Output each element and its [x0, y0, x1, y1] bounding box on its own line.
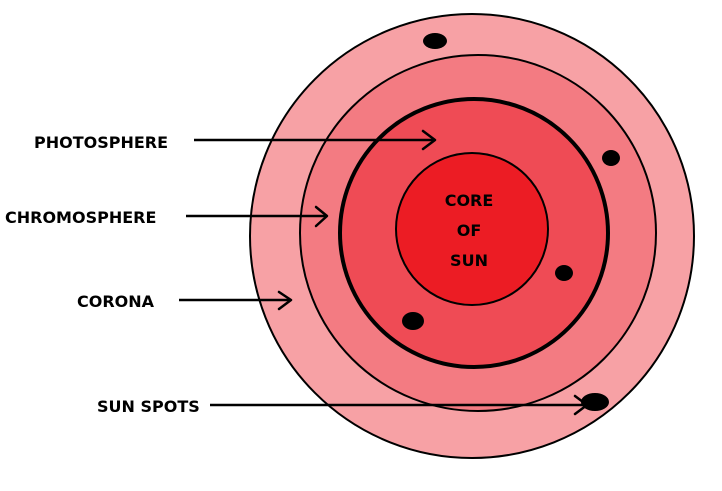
core-label-line1: CORE [445, 191, 494, 210]
core-label-line3: SUN [450, 251, 488, 270]
sunspot [423, 33, 447, 49]
sun-spots-arrow [210, 394, 589, 416]
corona-arrow [179, 290, 293, 311]
core-layer [395, 152, 549, 306]
sun-spots-label: SUN SPOTS [97, 397, 200, 416]
chromosphere-arrow [186, 205, 329, 228]
photosphere-arrow [194, 129, 437, 151]
chromosphere-label: CHROMOSPHERE [5, 208, 156, 227]
sunspot [602, 150, 620, 166]
photosphere-label: PHOTOSPHERE [34, 133, 168, 152]
core-label-line2: OF [457, 221, 482, 240]
sunspot [581, 393, 609, 411]
corona-label: CORONA [77, 292, 155, 311]
sunspot [402, 312, 424, 330]
sunspot [555, 265, 573, 281]
